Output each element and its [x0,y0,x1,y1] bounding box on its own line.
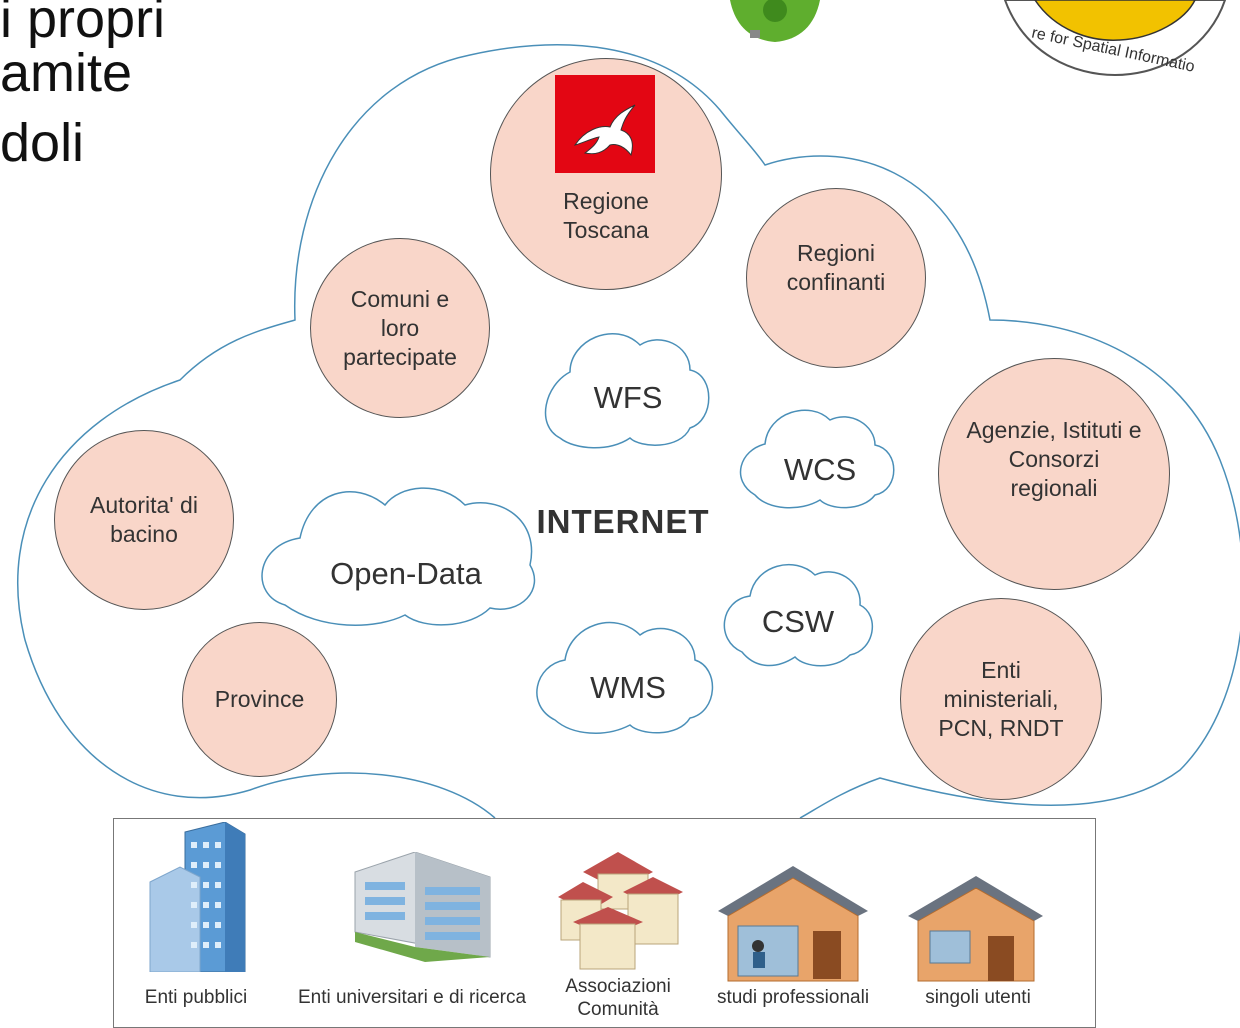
service-cloud-shapes [261,333,895,734]
wcs-cloud-shape [739,409,895,509]
skyscraper-icon [149,822,246,972]
entity-agenzie: Agenzie, Istituti e Consorzi regionali [938,358,1170,590]
wms-cloud-shape [536,621,714,734]
csw-cloud-shape [723,563,874,667]
entity-label-line: partecipate [343,343,457,370]
entity-label-line: loro [380,314,420,341]
entity-regioni-confinanti: Regioni confinanti [746,188,926,368]
home-icon [908,876,1043,982]
wfs-cloud-shape [544,333,710,449]
user-label-associazioni: Associazioni Comunità [565,975,671,1021]
user-label-studi: studi professionali [716,987,870,1008]
entity-label-line: Regione [563,188,649,214]
user-label-enti-pubblici: Enti pubblici [144,987,248,1008]
office-house-icon [718,866,868,982]
gear-logo-icon [730,0,820,42]
entity-label-line: Regioni [797,240,875,266]
service-open-data: Open-Data [330,556,482,591]
service-csw: CSW [761,604,835,639]
entity-label-line: Comuni e [350,285,450,312]
entity-label-line: Autorita' di [90,492,198,518]
entity-label-line: Consorzi [1008,445,1100,472]
university-building-icon [354,852,491,962]
entity-province: Province [182,622,337,777]
entity-label-line: PCN, RNDT [938,714,1064,741]
user-label-line: Comunità [577,999,659,1020]
partial-heading-line-2: amite [0,43,133,103]
entity-enti-ministeriali: Enti ministeriali, PCN, RNDT [900,598,1102,800]
service-wcs: WCS [783,452,857,487]
user-label-enti-universitari: Enti universitari e di ricerca [297,987,527,1008]
partial-heading-line-3: doli [0,113,85,173]
entity-label-line: Enti [981,656,1021,683]
open-data-cloud-shape [261,487,536,626]
entity-label-line: confinanti [786,269,886,295]
partial-heading-line-1: i propri [0,0,166,49]
entity-label-line: regionali [1010,474,1098,501]
inspire-logo-icon: re for Spatial Informatio [1003,0,1227,77]
toscana-pegasus-icon [555,75,655,173]
service-wfs: WFS [593,380,663,415]
entity-label-line: ministeriali, [943,685,1059,712]
user-label-singoli: singoli utenti [925,987,1031,1008]
entity-comuni: Comuni e loro partecipate [310,238,490,418]
entity-label-line: Agenzie, Istituti e [966,416,1142,443]
entity-autorita-bacino: Autorita' di bacino [54,430,234,610]
service-wms: WMS [590,670,666,705]
internet-cloud-outline [17,44,1240,819]
internet-label: INTERNET [536,503,710,540]
entity-label-line: Province [214,686,305,712]
user-label-line: Associazioni [565,976,671,997]
houses-cluster-icon [558,852,683,970]
entity-label-line: bacino [110,521,178,547]
entity-label-line: Toscana [563,217,649,243]
